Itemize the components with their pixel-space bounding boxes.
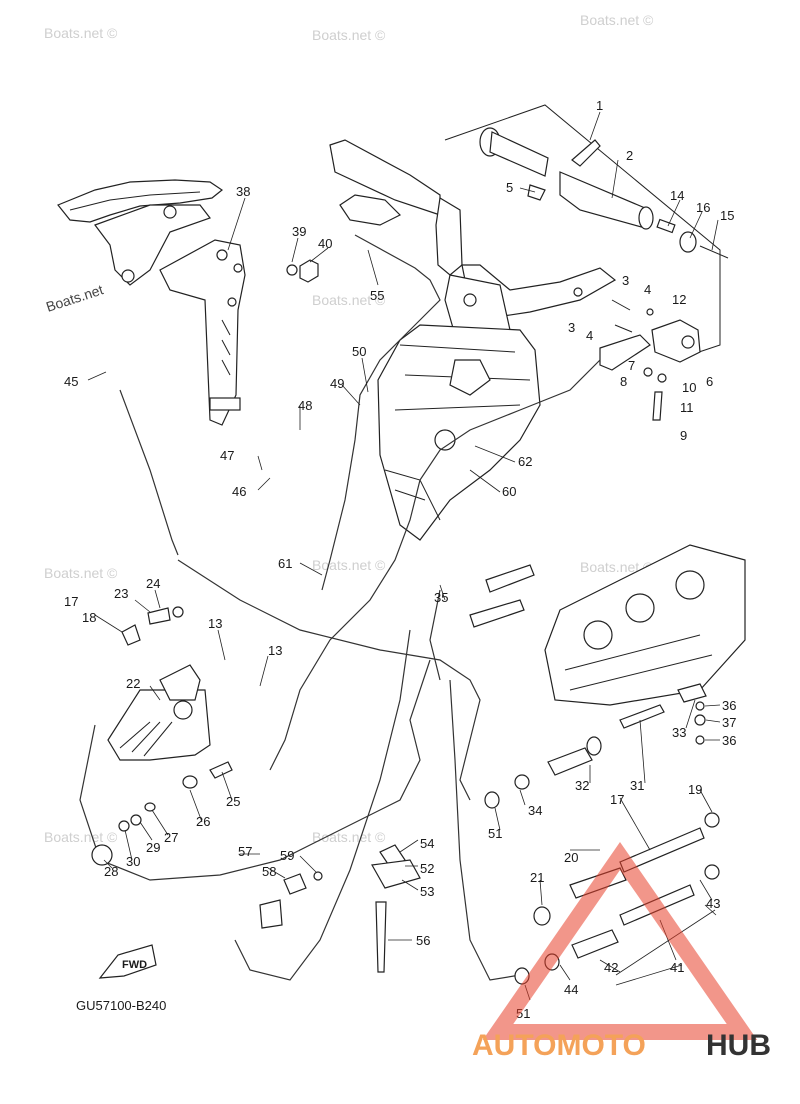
callout-number: 38 <box>236 184 250 199</box>
callout-number: 50 <box>352 344 366 359</box>
throttle-grip-assembly <box>444 104 729 356</box>
lever-bracket-assembly <box>91 606 233 866</box>
watermark: Boats.net © <box>44 25 118 41</box>
callout-number: 18 <box>82 610 96 625</box>
callout-number: 51 <box>488 826 502 841</box>
callout-number: 28 <box>104 864 118 879</box>
callout-number: 45 <box>64 374 78 389</box>
callout-number: 36 <box>722 698 736 713</box>
callout-number: 21 <box>530 870 544 885</box>
callout-number: 46 <box>232 484 246 499</box>
callout-number: 40 <box>318 236 332 251</box>
callout-number: 48 <box>298 398 312 413</box>
callout-number: 20 <box>564 850 578 865</box>
callout-number: 1 <box>596 98 603 113</box>
callout-number: 58 <box>262 864 276 879</box>
callout-number: 31 <box>630 778 644 793</box>
callout-number: 6 <box>706 374 713 389</box>
callout-number: 13 <box>208 616 222 631</box>
callout-number: 17 <box>64 594 78 609</box>
callout-number: 43 <box>706 896 720 911</box>
callout-number: 57 <box>238 844 252 859</box>
callout-number: 55 <box>370 288 384 303</box>
callout-number: 13 <box>268 643 282 658</box>
watermark-layer: Boats.net © Boats.net © Boats.net © Boat… <box>44 12 654 845</box>
watermark: Boats.net © <box>312 27 386 43</box>
callout-number: 54 <box>420 836 434 851</box>
callout-number: 16 <box>696 200 710 215</box>
watermark: Boats.net © <box>44 829 118 845</box>
callout-number: 41 <box>670 960 684 975</box>
callout-number: 25 <box>226 794 240 809</box>
callout-number: 19 <box>688 782 702 797</box>
callout-number: 30 <box>126 854 140 869</box>
watermark: Boats.net © <box>580 12 654 28</box>
brand-text-part-b: HUB <box>706 1029 771 1062</box>
callout-number: 10 <box>682 380 696 395</box>
steering-column <box>377 324 541 541</box>
watermark: Boats.net © <box>44 565 118 581</box>
callout-number: 32 <box>575 778 589 793</box>
brand-text-part-a: AUTOMOTO <box>472 1029 646 1062</box>
watermark: Boats.net © <box>312 557 386 573</box>
watermark: Boats.net © <box>312 292 386 308</box>
callout-number: 44 <box>564 982 578 997</box>
callout-number: 8 <box>620 374 627 389</box>
callout-number: 24 <box>146 576 160 591</box>
washer-nut <box>286 259 319 283</box>
cables <box>79 234 601 981</box>
callout-number: 49 <box>330 376 344 391</box>
cable-adjuster-set <box>484 683 707 809</box>
callout-number: 5 <box>506 180 513 195</box>
callout-labels: 1 2 5 14 16 15 3 4 12 3 4 7 10 6 8 11 9 … <box>64 98 736 1021</box>
callout-number: 29 <box>146 840 160 855</box>
callout-number: 34 <box>528 803 542 818</box>
watermark: Boats.net <box>44 281 105 315</box>
callout-number: 12 <box>672 292 686 307</box>
callout-number: 3 <box>622 273 629 288</box>
callout-number: 26 <box>196 814 210 829</box>
watermark: Boats.net © <box>312 829 386 845</box>
callout-number: 9 <box>680 428 687 443</box>
callout-number: 52 <box>420 861 434 876</box>
cable-clamp-parts <box>259 844 421 973</box>
switch-pod <box>599 299 701 421</box>
callout-number: 22 <box>126 676 140 691</box>
brand-logo: AUTOMOTO HUB <box>472 841 771 1062</box>
callout-number: 62 <box>518 454 532 469</box>
callout-number: 2 <box>626 148 633 163</box>
callout-number: 33 <box>672 725 686 740</box>
callout-number: 27 <box>164 830 178 845</box>
callout-number: 35 <box>434 590 448 605</box>
callout-number: 36 <box>722 733 736 748</box>
callout-number: 11 <box>680 400 694 415</box>
callout-number: 47 <box>220 448 234 463</box>
callout-number: 39 <box>292 224 306 239</box>
watermark: Boats.net © <box>580 559 654 575</box>
brand-triangle <box>482 841 758 1040</box>
callout-number: 53 <box>420 884 434 899</box>
leader-lines <box>87 111 721 1001</box>
throttle-lever-assembly <box>57 179 246 426</box>
callout-number: 59 <box>280 848 294 863</box>
callout-number: 14 <box>670 188 684 203</box>
fwd-arrow: FWD <box>98 944 157 979</box>
callout-number: 15 <box>720 208 734 223</box>
callout-number: 60 <box>502 484 516 499</box>
callout-number: 17 <box>610 792 624 807</box>
callout-number: 4 <box>644 282 651 297</box>
fwd-label: FWD <box>122 959 147 971</box>
handlebar <box>329 139 617 346</box>
callout-number: 23 <box>114 586 128 601</box>
callout-number: 37 <box>722 715 736 730</box>
callout-number: 4 <box>586 328 593 343</box>
callout-number: 42 <box>604 960 618 975</box>
diagram-code: GU57100-B240 <box>76 998 166 1013</box>
callout-number: 7 <box>628 358 635 373</box>
callout-number: 61 <box>278 556 292 571</box>
callout-number: 56 <box>416 933 430 948</box>
callout-number: 3 <box>568 320 575 335</box>
